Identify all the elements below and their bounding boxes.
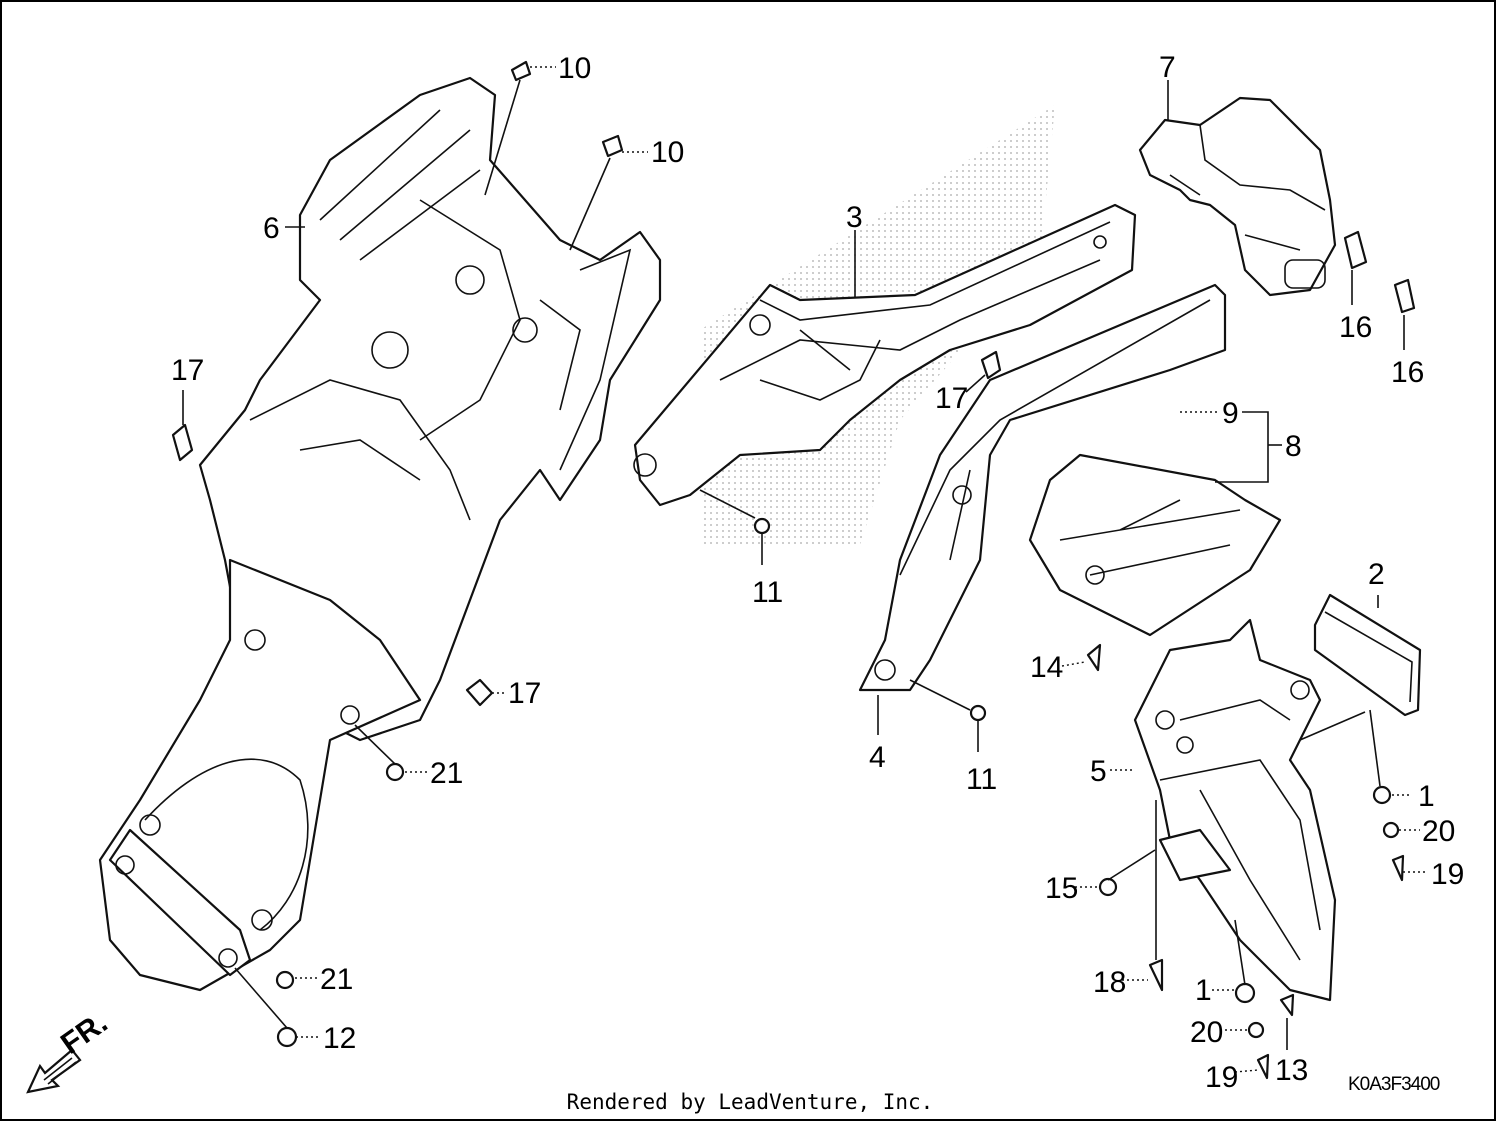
callout-1-b: 1 [1195,974,1212,1007]
callout-labels: 10 10 6 17 17 21 21 12 3 11 17 7 16 16 9… [171,51,1464,1094]
callout-19-a: 19 [1431,858,1464,891]
callout-17-b: 17 [508,677,541,710]
callout-9: 9 [1222,397,1239,430]
callout-8: 8 [1285,430,1302,463]
callout-15: 15 [1045,872,1078,905]
callout-14: 14 [1030,651,1063,684]
lower-cover-part [1028,453,1282,637]
side-bracket-part [858,283,1227,692]
callout-12: 12 [323,1022,356,1055]
license-bracket-part [1133,618,1337,1002]
callout-21-a: 21 [430,757,463,790]
callout-21-b: 21 [320,963,353,996]
callout-16-b: 16 [1391,356,1424,389]
callout-20-b: 20 [1190,1016,1223,1049]
footer-credit: Rendered by LeadVenture, Inc. [566,1090,934,1114]
diagram-code: K0A3F3400 [1348,1074,1440,1095]
callout-11-a: 11 [752,576,783,609]
callout-13: 13 [1275,1054,1308,1087]
callout-16-a: 16 [1339,311,1372,344]
callout-10-a: 10 [558,52,591,85]
callout-2: 2 [1368,558,1385,591]
callout-1-a: 1 [1418,780,1435,813]
front-direction-arrow: FR. [26,1006,114,1094]
callout-7: 7 [1159,51,1176,84]
reflector-part [1313,593,1422,717]
callout-20-a: 20 [1422,815,1455,848]
callout-18: 18 [1093,966,1126,999]
callout-5: 5 [1090,755,1107,788]
callout-19-b: 19 [1205,1061,1238,1094]
callout-17-a: 17 [171,354,204,387]
callout-6: 6 [263,212,280,245]
callout-4: 4 [869,741,886,774]
callout-10-b: 10 [651,136,684,169]
direction-label: FR. [55,1006,114,1061]
leader-lines [182,66,1428,1073]
callout-11-b: 11 [966,763,997,796]
callout-3: 3 [846,201,863,234]
tail-cover-part [1138,96,1337,297]
rear-fender-part [98,76,662,992]
seat-rail-part [633,203,1137,507]
callout-17-c: 17 [935,382,968,415]
